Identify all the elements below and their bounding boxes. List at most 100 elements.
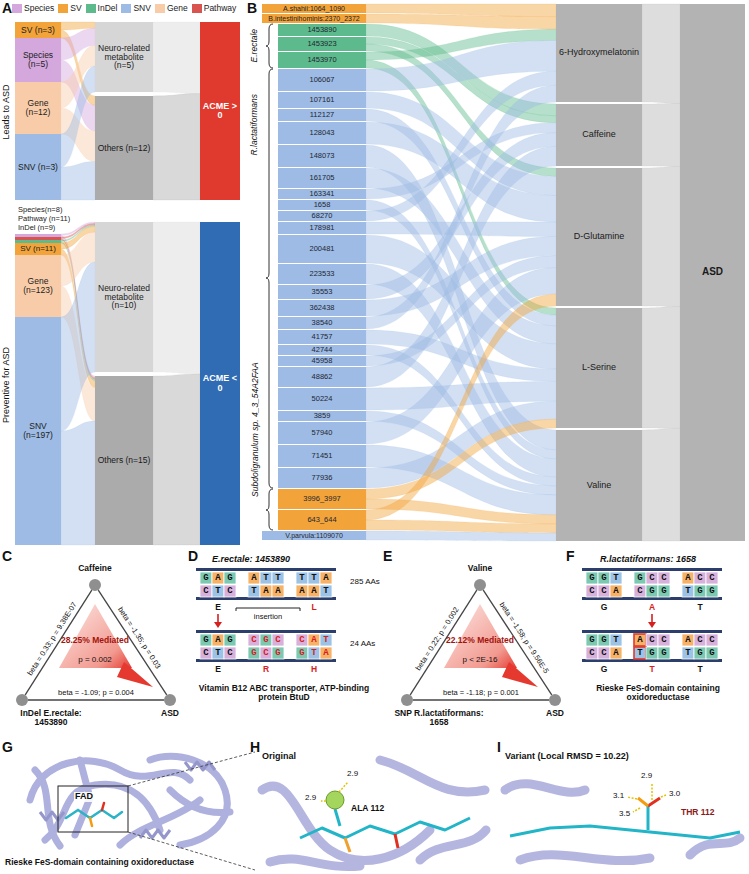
flow-band [366,294,556,520]
amino-acid-label: A [649,603,655,612]
node-text: Caffeine [580,130,617,139]
distance-label: 2.9 [640,772,653,781]
zoom-lines [128,752,255,870]
species-label: Subdoligranulum sp. 4_3_54A2FAA [250,363,259,498]
sankey-box: SV (n=3) [15,22,61,38]
codon-label: TGG [634,647,673,659]
node-text: Species (n=5) [15,51,61,69]
legend-text: SV [70,3,81,13]
node-text: 1453970 [305,56,338,64]
mediator-node: Valine [474,579,486,591]
codon-label: GTA [296,647,335,659]
outcome-node: ASD [164,694,176,706]
protein-caption: Rieske FeS-domain containing oxidoreduct… [5,858,194,867]
metabolite-box: 6-Hydroxymelatonin [556,4,642,102]
node-text: ASD [150,709,190,718]
node-text: 161705 [307,174,336,182]
insertion-bracket [236,608,300,611]
node-text: ACME < 0 [200,374,240,393]
residue-label: ALA 112 [350,804,385,813]
node-text: SNV (n=197) [15,422,61,440]
codon-label: GGT [586,572,625,584]
amino-acid-label: L [311,603,316,612]
mutation-arrows [214,614,656,628]
feature-box: 3996_3997 [278,489,366,509]
feature-box: 3859 [278,411,366,421]
node-text: ASD [700,267,725,278]
node-text: ACME > 0 [200,102,240,121]
codon-label: TAA [248,585,287,597]
feature-box: 1453970 [278,52,366,68]
node-text: 200481 [307,245,336,253]
node-text: SV (n=11) [18,245,58,253]
node-text: Others (n=12) [96,144,153,153]
feature-bar: B.intestinihominis:2370_2372 [262,14,366,23]
feature-box: 1453923 [278,37,366,51]
feature-box: 112127 [278,109,366,121]
legend-item: Pathway [192,3,237,13]
feature-box: 362438 [278,300,366,316]
amino-acid-label: E [215,603,221,612]
feature-box: 107161 [278,92,366,108]
node-text: InDel (n=9) [18,224,55,232]
feature-box: 163341 [278,189,366,199]
flow-band [153,22,200,94]
node-text: V.parvula:1109070 [283,532,345,539]
codon-label: GGT [586,634,625,646]
fad-molecule [66,803,122,826]
node-text: Valine [450,564,510,573]
node-text: Gene (n=12) [15,99,61,117]
codon-label: CCA [586,585,625,597]
node-text: D-Glutamine [572,232,627,241]
codon-label: CGC [248,634,287,646]
node-text: 50224 [310,395,335,403]
legend-item: Gene [155,3,188,13]
node-text: 38540 [310,319,335,327]
structure-label: FAD [74,792,94,802]
mediator-node: Caffeine [89,579,101,591]
species-label: E.rectale [250,29,259,63]
node-text: 42744 [310,346,335,354]
codon-label: CTC [200,585,239,597]
node-text: 41757 [310,333,335,341]
amino-acid-label: G [601,665,608,674]
node-text: Others (n=15) [96,456,153,465]
protein-caption: Rieske FeS-domain containing oxidoreduct… [572,684,744,703]
panel-letter: E [383,549,392,564]
feature-box: 50224 [278,388,366,410]
flow-band [642,4,680,103]
feature-box: 48862 [278,367,366,387]
species-brackets [266,24,273,530]
feature-box: 643_644 [278,510,366,530]
panel-letter: C [2,549,12,564]
metabolite-class-box: Others (n=15) [95,376,153,545]
node-text: Pathway (n=11) [18,215,70,223]
node-text: Neuro-related metabolite (n=10) [95,284,153,311]
edge-label: beta = -1.18; p = 0.001 [442,689,520,697]
amino-acid-label: G [601,603,608,612]
feature-box: 148073 [278,145,366,167]
codon-label: CGG [634,585,673,597]
feature-box: 45958 [278,356,366,366]
feature-box: 161705 [278,168,366,188]
node-text: 3996_3997 [301,495,343,503]
codon-label: AAT [296,585,335,597]
codon-label: CAT [296,634,335,646]
legend-text: Gene [167,3,188,13]
codon-label: TGG [682,647,721,659]
flow-band [61,161,95,200]
legend-swatch [155,4,165,13]
mediation-label: 22.12% Mediated [446,636,514,645]
original-structure [262,760,486,867]
sankey-box: Gene (n=123) [15,255,61,317]
residue-label: THR 112 [680,808,716,817]
path-connector [413,699,549,700]
distance-label: 2.9 [346,770,359,779]
node-text: SNV (n=3) [16,163,60,172]
acme-box: ACME > 0 [200,22,240,200]
node-text: 148073 [307,152,336,160]
legend-text: InDel [98,3,118,13]
flow-band [642,307,680,429]
node-text: A.shahii:1064_1090 [281,5,347,12]
flow-band [153,94,200,200]
